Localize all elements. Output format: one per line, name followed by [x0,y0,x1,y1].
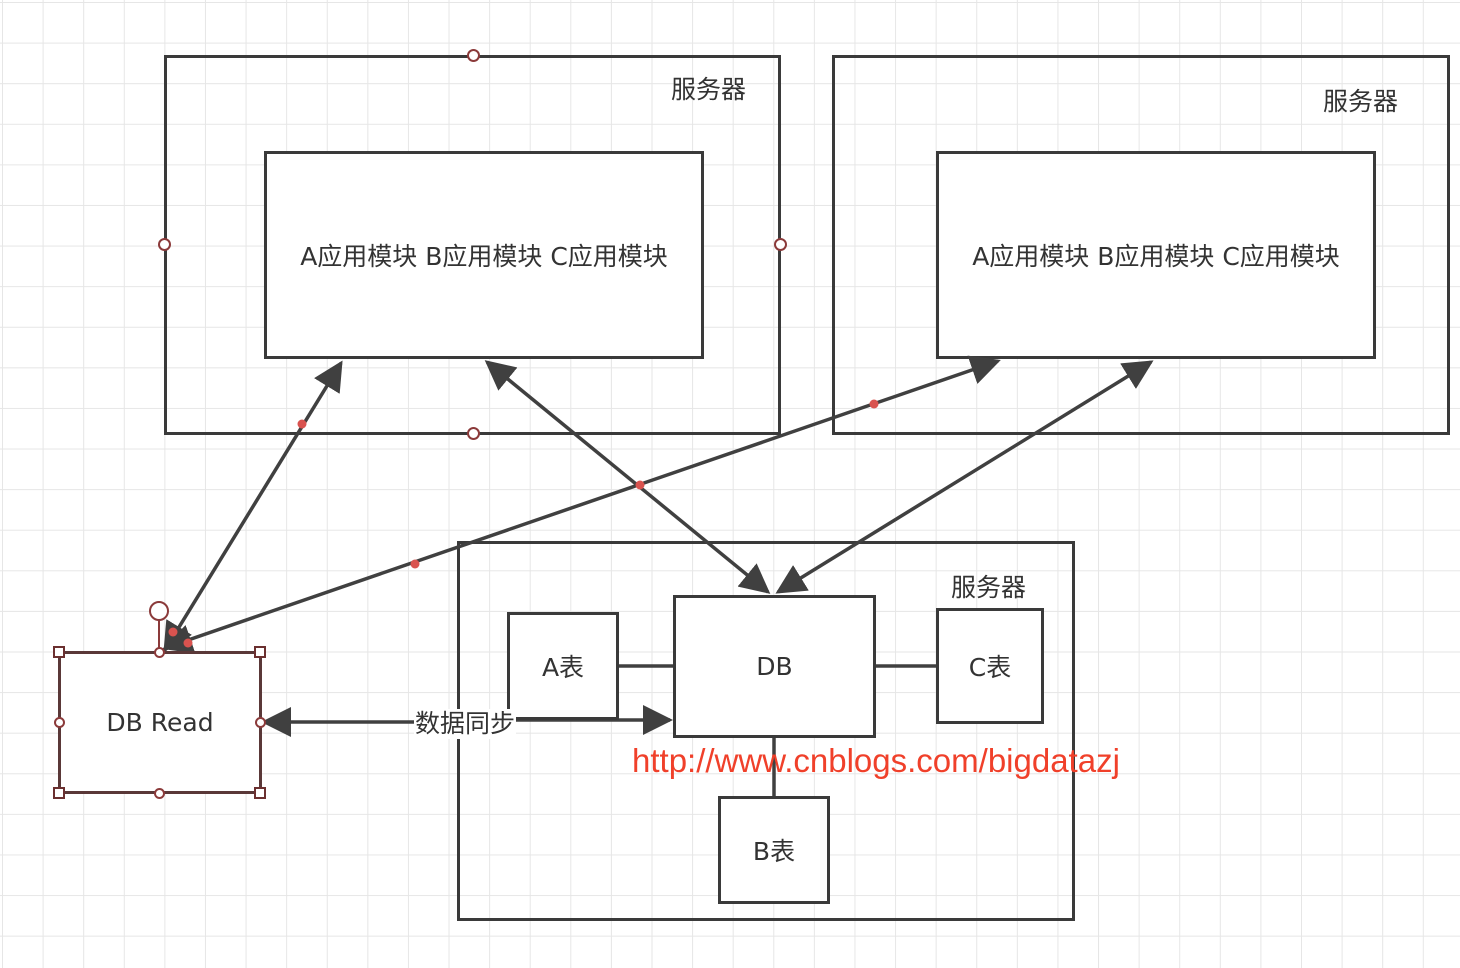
resize-handle-br[interactable] [254,787,266,799]
arrow-server1-db [484,360,771,594]
db-read-box[interactable]: DB Read [58,651,262,794]
waypoint [168,627,178,637]
server1-handle-left[interactable] [158,238,171,251]
table-b-label: B表 [752,837,796,866]
app-modules-box-1[interactable]: A应用模块 B应用模块 C应用模块 [264,151,704,359]
db-read-label: DB Read [106,708,214,737]
connect-handle-right[interactable] [255,717,266,728]
server1-handle-bottom[interactable] [467,427,480,440]
resize-handle-bl[interactable] [53,787,65,799]
server1-handle-right[interactable] [774,238,787,251]
arrow-dbread-server1 [163,360,343,653]
waypoint [410,559,420,569]
table-a-label: A表 [541,653,585,682]
connect-handle-left[interactable] [54,717,65,728]
waypoint [635,480,645,490]
table-b-box[interactable]: B表 [718,796,830,904]
table-a-box[interactable]: A表 [507,612,619,720]
waypoint [297,419,307,429]
connect-handle-top[interactable] [154,647,165,658]
db-box[interactable]: DB [673,595,876,738]
app-modules-text-2: A应用模块 B应用模块 C应用模块 [972,242,1340,271]
table-c-label: C表 [968,653,1012,682]
rotate-handle [149,601,169,621]
resize-handle-tr[interactable] [254,646,266,658]
waypoint [183,638,193,648]
server1-handle-top[interactable] [467,49,480,62]
arrow-server2-db [775,360,1154,594]
watermark-url: http://www.cnblogs.com/bigdatazj [632,742,1120,779]
waypoint [869,399,879,409]
connect-handle-bottom[interactable] [154,788,165,799]
resize-handle-tl[interactable] [53,646,65,658]
sync-label: 数据同步 [414,709,517,739]
app-modules-box-2[interactable]: A应用模块 B应用模块 C应用模块 [936,151,1376,359]
server-label-1: 服务器 [671,75,747,104]
table-c-box[interactable]: C表 [936,608,1044,724]
server-label-2: 服务器 [1323,87,1399,116]
db-label: DB [756,652,793,681]
app-modules-text-1: A应用模块 B应用模块 C应用模块 [300,242,668,271]
